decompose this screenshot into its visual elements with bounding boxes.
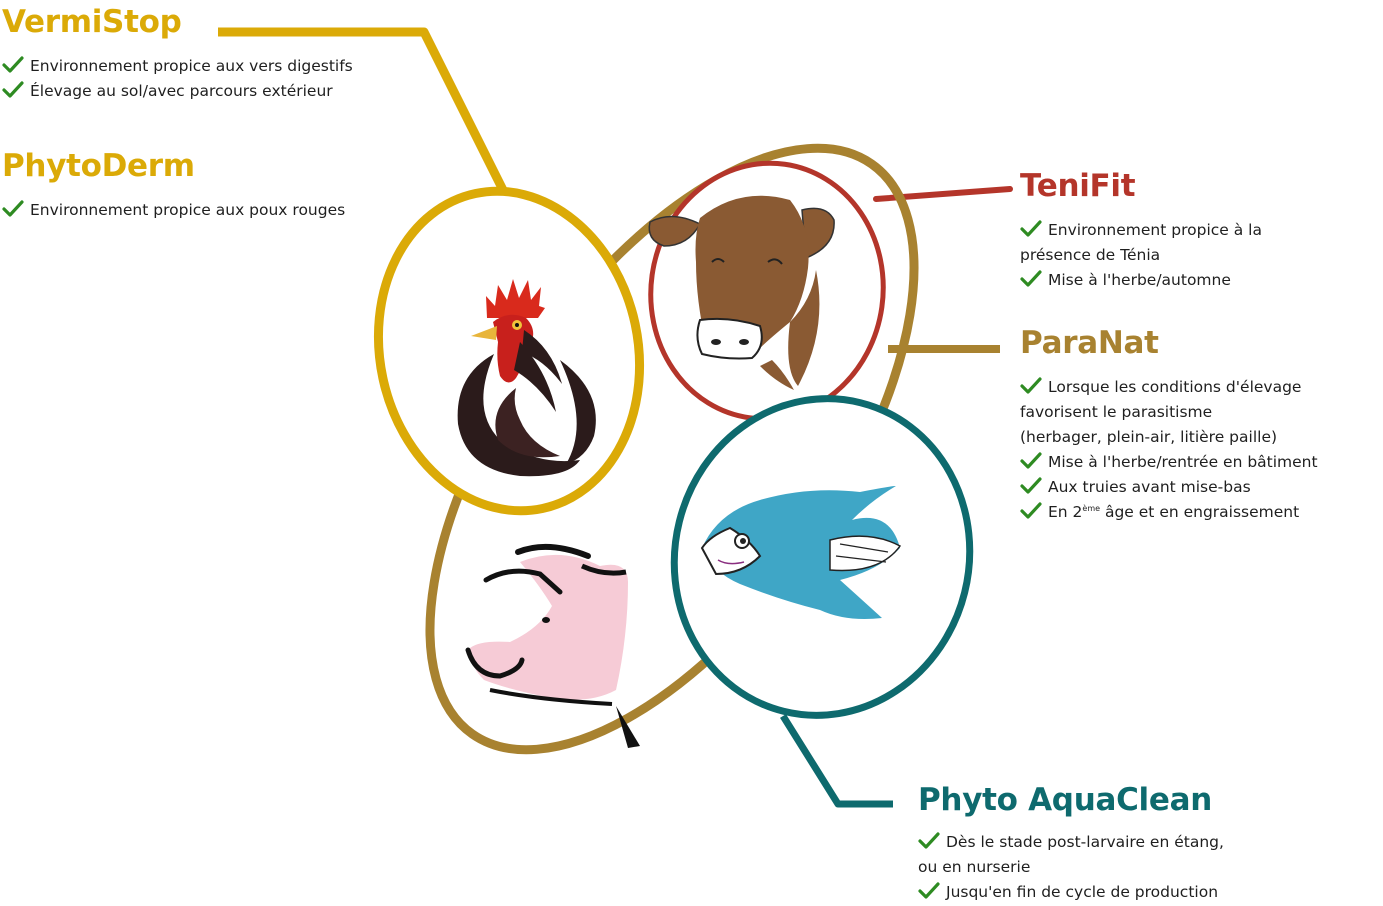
aquaclean-item-1-cont: ou en nurserie xyxy=(918,858,1031,876)
paranat-item-2: Mise à l'herbe/rentrée en bâtiment xyxy=(1020,450,1318,475)
vermistop-connector xyxy=(218,27,510,197)
aquaclean-title: Phyto AquaClean xyxy=(918,782,1212,818)
check-icon xyxy=(918,832,940,849)
check-icon xyxy=(1020,502,1042,519)
vermistop-item-2: Élevage au sol/avec parcours extérieur xyxy=(2,79,353,104)
phytoderm-item-1: Environnement propice aux poux rouges xyxy=(2,198,345,223)
tenifit-item-2: Mise à l'herbe/automne xyxy=(1020,268,1262,293)
fish-icon xyxy=(700,486,902,619)
paranat-item-4: En 2ème âge et en engraissement xyxy=(1020,500,1318,525)
paranat-item-1-cont-1: favorisent le parasitisme xyxy=(1020,403,1213,421)
vermistop-item-1: Environnement propice aux vers digestifs xyxy=(2,54,353,79)
vermistop-title: VermiStop xyxy=(2,4,182,40)
vermistop-block: VermiStop Environnement propice aux vers… xyxy=(2,4,353,104)
aquaclean-item-1: Dès le stade post-larvaire en étang, xyxy=(918,830,1224,855)
phytoderm-title: PhytoDerm xyxy=(2,148,195,184)
tenifit-title: TeniFit xyxy=(1020,168,1136,204)
paranat-item-3: Aux truies avant mise-bas xyxy=(1020,475,1318,500)
check-icon xyxy=(918,882,940,899)
check-icon xyxy=(1020,477,1042,494)
paranat-block: ParaNat Lorsque les conditions d'élevage… xyxy=(1020,325,1318,525)
check-icon xyxy=(2,200,24,217)
aquaclean-block: Phyto AquaClean Dès le stade post-larvai… xyxy=(918,782,1224,905)
paranat-title: ParaNat xyxy=(1020,325,1159,361)
aquaclean-connector xyxy=(780,714,893,808)
check-icon xyxy=(1020,452,1042,469)
check-icon xyxy=(2,81,24,98)
check-icon xyxy=(1020,270,1042,287)
tenifit-item-1: Environnement propice à la xyxy=(1020,218,1262,243)
check-icon xyxy=(1020,220,1042,237)
paranat-item-1-cont-2: (herbager, plein-air, litière paille) xyxy=(1020,428,1278,446)
cow-head-icon xyxy=(648,195,835,390)
check-icon xyxy=(1020,377,1042,394)
rooster-icon xyxy=(457,279,596,477)
tenifit-item-1-cont: présence de Ténia xyxy=(1020,246,1161,264)
aquaclean-item-2: Jusqu'en fin de cycle de production xyxy=(918,880,1224,905)
check-icon xyxy=(2,56,24,73)
tenifit-block: TeniFit Environnement propice à la prése… xyxy=(1020,168,1262,293)
paranat-item-1: Lorsque les conditions d'élevage xyxy=(1020,375,1318,400)
phytoderm-block: PhytoDerm Environnement propice aux poux… xyxy=(2,148,345,223)
pig-head-icon xyxy=(465,543,640,748)
